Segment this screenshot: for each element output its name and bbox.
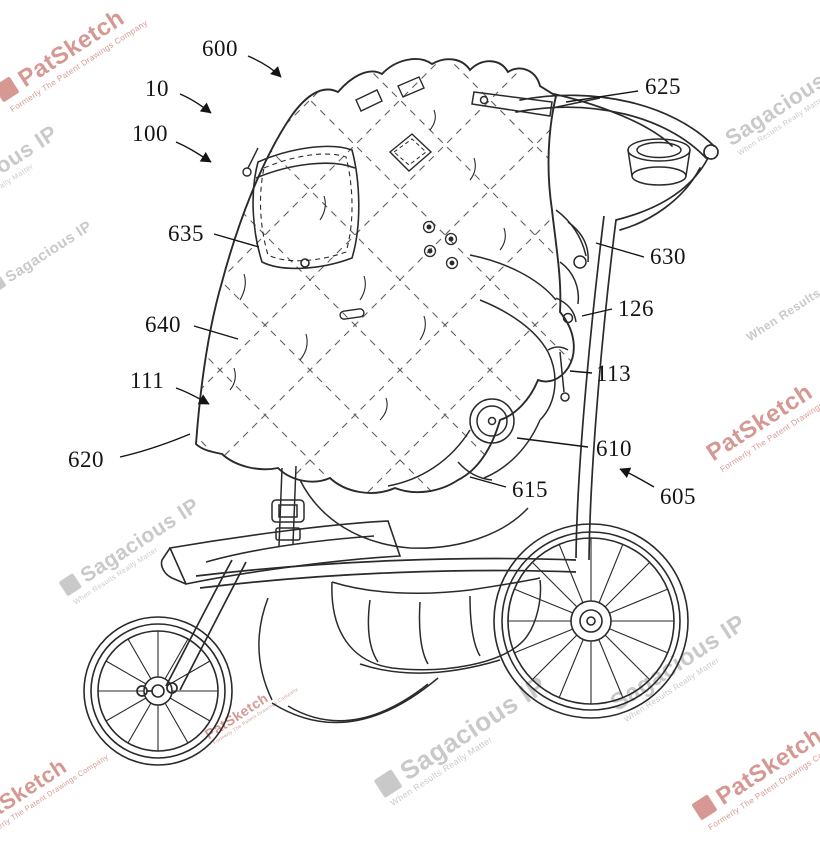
front-wheel <box>84 617 232 765</box>
rear-wheel <box>494 524 688 718</box>
ref-label-635: 635 <box>168 221 204 247</box>
ref-label-600: 600 <box>202 36 238 62</box>
ref-label-113: 113 <box>596 361 631 387</box>
ref-label-630: 630 <box>650 244 686 270</box>
patent-figure: PatSketchFormerly The Patent Drawings Co… <box>0 0 820 820</box>
ref-label-605: 605 <box>660 484 696 510</box>
cup-holder <box>628 139 690 185</box>
storage-basket <box>332 578 541 673</box>
ref-label-620: 620 <box>68 447 104 473</box>
cover-snaps <box>424 222 458 269</box>
ref-label-625: 625 <box>645 74 681 100</box>
ref-label-111: 111 <box>130 368 164 394</box>
ref-label-610: 610 <box>596 436 632 462</box>
ref-label-100: 100 <box>132 121 168 147</box>
strap-buckle <box>272 466 304 546</box>
far-rear-wheel <box>259 598 438 723</box>
leader-lines <box>120 56 654 487</box>
ref-label-126: 126 <box>618 296 654 322</box>
stroller-drawing <box>0 0 820 820</box>
cover-vent-patch <box>390 134 431 171</box>
cover-top-loops <box>356 77 424 111</box>
ref-label-10: 10 <box>145 76 169 102</box>
cover-pocket <box>253 146 359 268</box>
ref-label-615: 615 <box>512 477 548 503</box>
ref-label-640: 640 <box>145 312 181 338</box>
